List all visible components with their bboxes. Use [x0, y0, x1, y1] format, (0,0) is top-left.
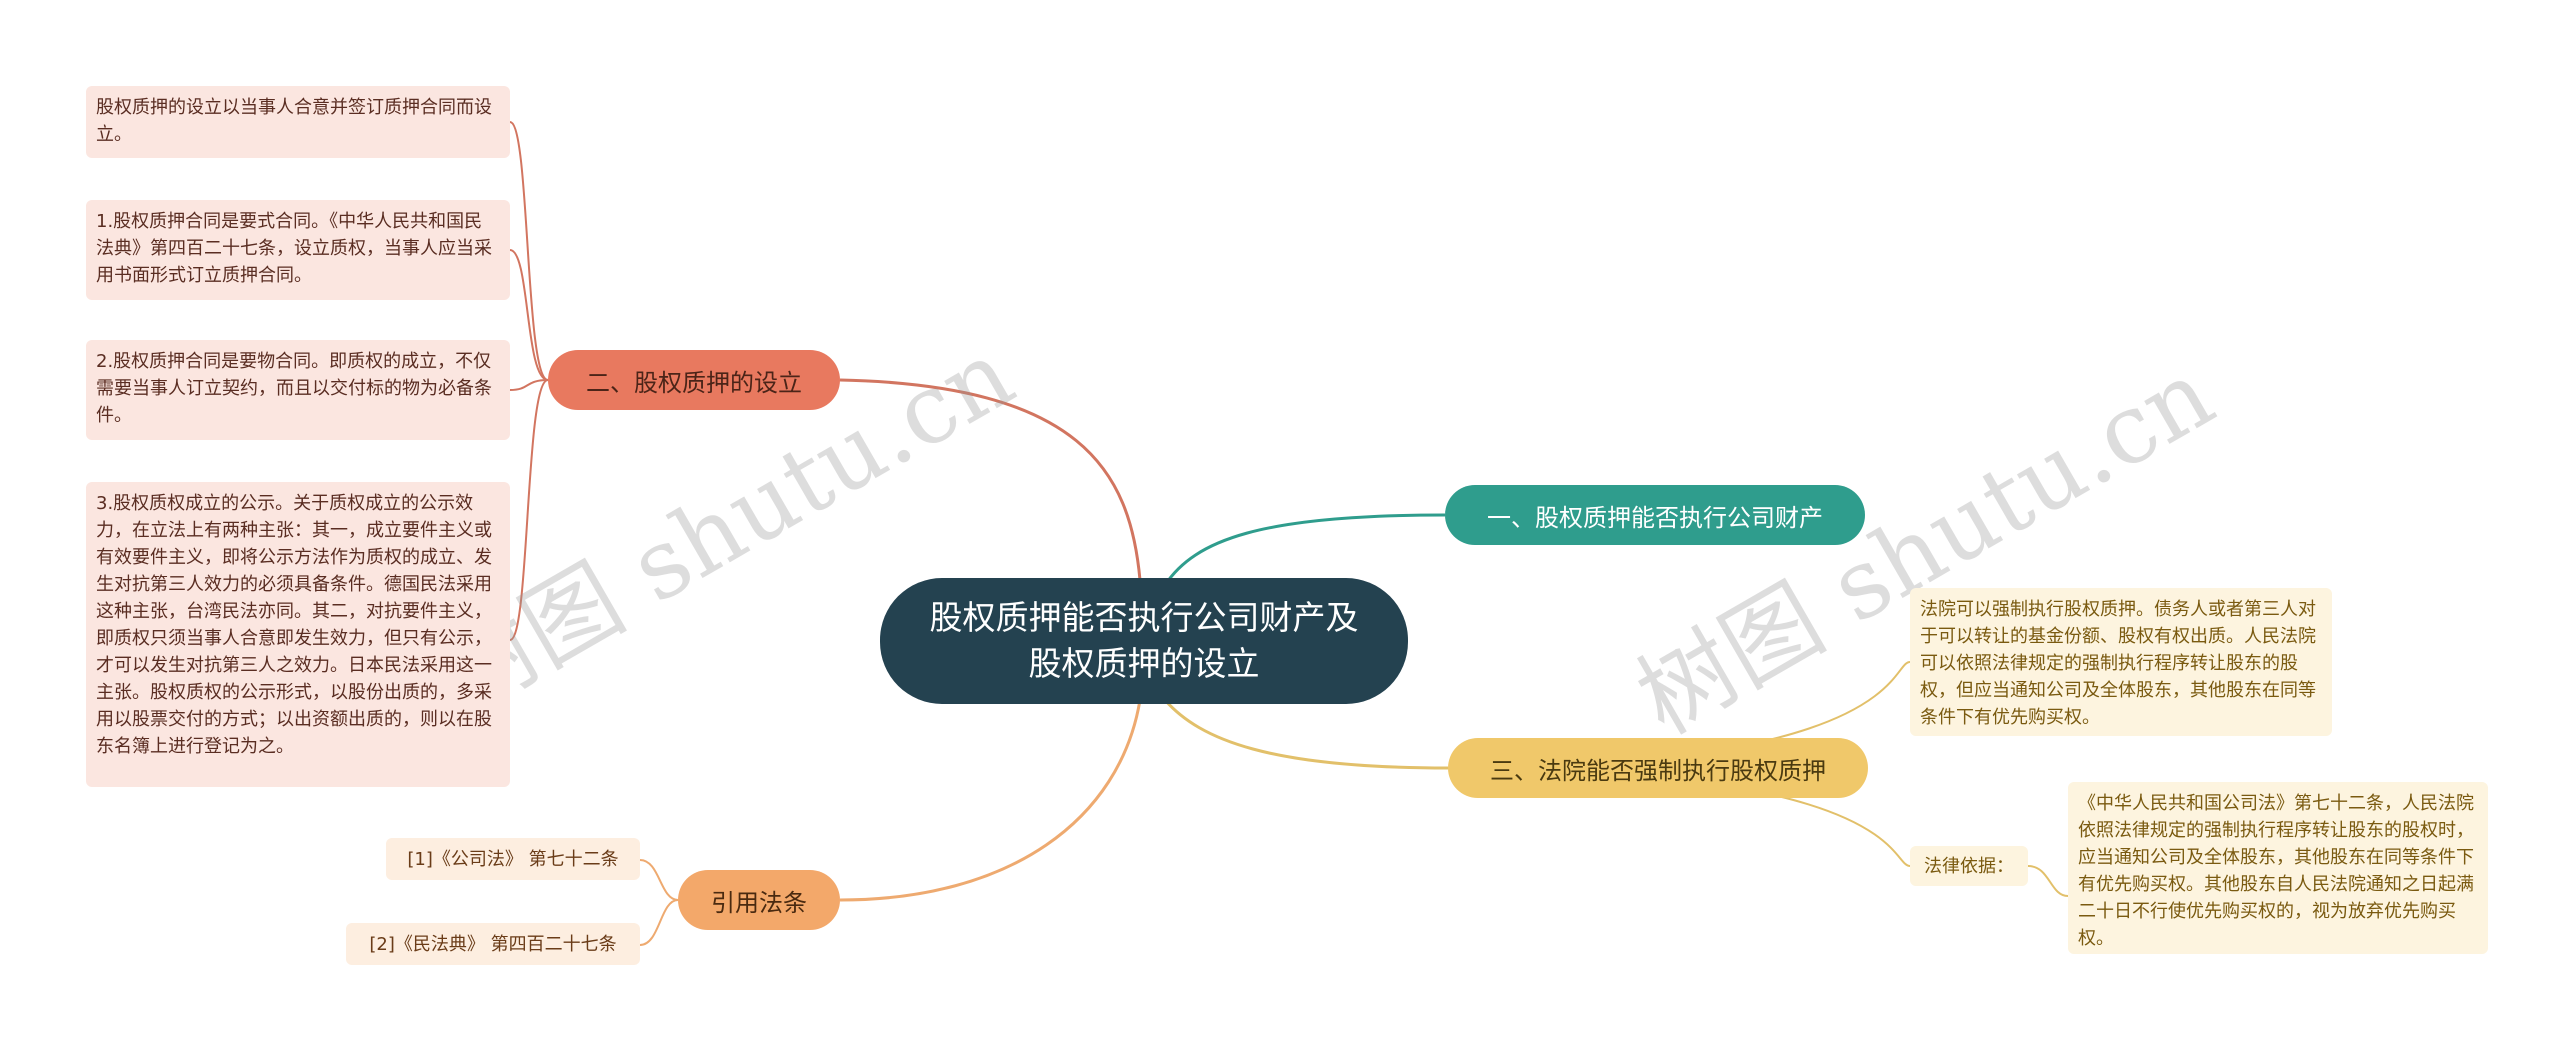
link-root-b4	[839, 699, 1142, 902]
link-b2-leaf4	[509, 379, 549, 641]
leaf-establishment-basis[interactable]: 股权质押的设立以当事人合意并签订质押合同而设立。	[86, 86, 510, 158]
branch-topic-cited-laws[interactable]: 引用法条	[678, 870, 840, 930]
branch-topic-court-enforcement[interactable]: 三、法院能否强制执行股权质押	[1448, 738, 1868, 798]
leaf-legal-basis-text[interactable]: 《中华人民共和国公司法》第七十二条，人民法院依照法律规定的强制执行程序转让股东的…	[2068, 782, 2488, 954]
branch-topic-label: 引用法条	[711, 888, 807, 917]
leaf-court-enforcement[interactable]: 法院可以强制执行股权质押。债务人或者第三人对于可以转让的基金份额、股权有权出质。…	[1910, 588, 2332, 736]
leaf-citation-civil-code[interactable]: [2]《民法典》 第四百二十七条	[346, 923, 640, 965]
link-basis-text	[2027, 865, 2069, 897]
branch-topic-label: 三、法院能否强制执行股权质押	[1490, 756, 1826, 785]
branch-topic-pledge-establishment[interactable]: 二、股权质押的设立	[548, 350, 840, 410]
branch-topic-label: 二、股权质押的设立	[586, 368, 802, 397]
leaf-formal-contract[interactable]: 1.股权质押合同是要式合同。《中华人民共和国民法典》第四百二十七条，设立质权，当…	[86, 200, 510, 300]
leaf-citation-company-law[interactable]: [1]《公司法》 第七十二条	[386, 838, 640, 880]
link-b4-leaf1	[639, 859, 679, 901]
leaf-legal-basis-label[interactable]: 法律依据：	[1910, 846, 2028, 886]
leaf-real-contract[interactable]: 2.股权质押合同是要物合同。即质权的成立，不仅需要当事人订立契约，而且以交付标的…	[86, 340, 510, 440]
leaf-publicity[interactable]: 3.股权质权成立的公示。关于质权成立的公示效力，在立法上有两种主张：其一，成立要…	[86, 482, 510, 787]
link-root-b3	[1163, 699, 1449, 770]
link-b2-leaf1	[509, 121, 549, 381]
root-topic-label: 股权质押能否执行公司财产及股权质押的设立	[929, 598, 1359, 683]
branch-topic-execution[interactable]: 一、股权质押能否执行公司财产	[1445, 485, 1865, 545]
link-b4-leaf2	[639, 899, 679, 946]
link-b2-leaf2	[509, 249, 549, 381]
root-topic[interactable]: 股权质押能否执行公司财产及股权质押的设立	[880, 578, 1408, 704]
link-b2-leaf3	[509, 379, 549, 391]
link-root-b2	[839, 378, 1142, 581]
link-root-b1	[1163, 513, 1446, 586]
branch-topic-label: 一、股权质押能否执行公司财产	[1487, 503, 1823, 532]
